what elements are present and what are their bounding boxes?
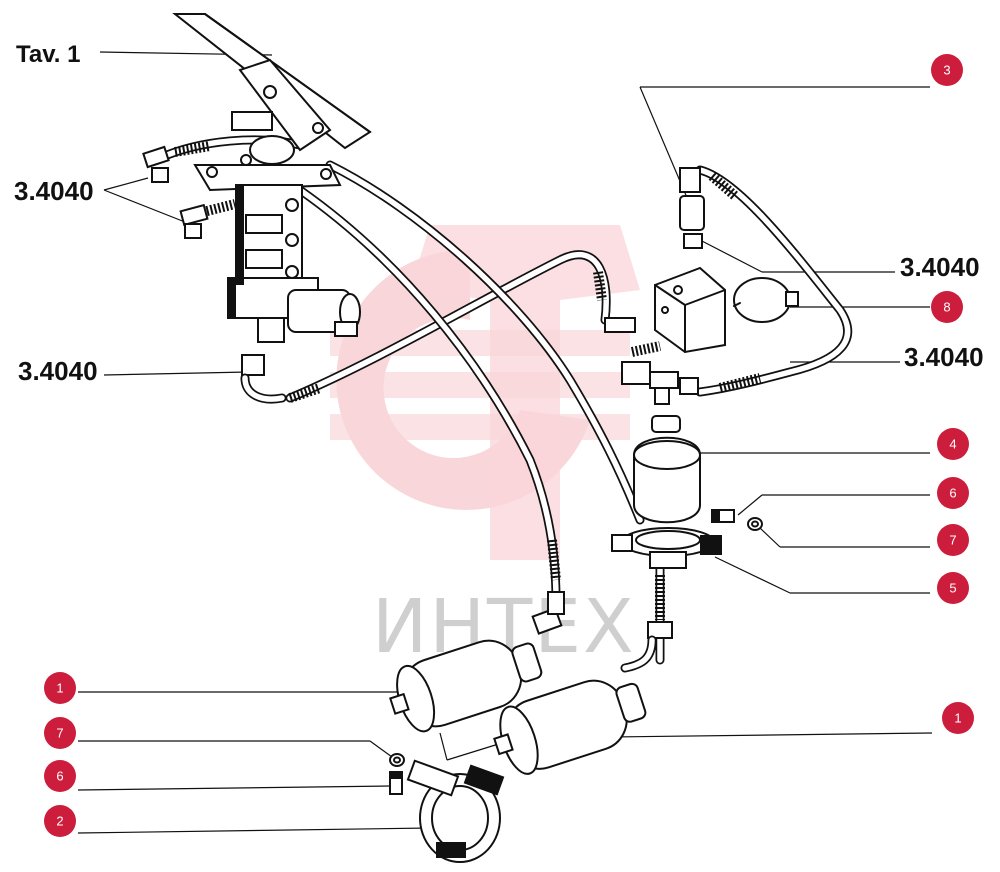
- hose-lines: [155, 135, 853, 665]
- lower-accumulators: [389, 591, 647, 863]
- callout-badge-6-left: 6: [44, 760, 76, 792]
- callout-badge-5: 5: [937, 572, 969, 604]
- left-fittings: [142, 145, 287, 404]
- callout-badge-8: 8: [931, 291, 963, 323]
- part-label-right-mid: 3.4040: [904, 342, 984, 372]
- callout-badge-1-left: 1: [44, 672, 76, 704]
- callout-badge-2: 2: [44, 805, 76, 837]
- svg-text:1: 1: [954, 711, 961, 726]
- part-label-left-top: 3.4040: [14, 176, 94, 206]
- callout-badge-7-left: 7: [44, 717, 76, 749]
- part-label-right-top: 3.4040: [900, 252, 980, 282]
- part-label-left-mid: 3.4040: [18, 356, 98, 386]
- svg-text:7: 7: [56, 726, 63, 741]
- svg-text:1: 1: [56, 681, 63, 696]
- svg-text:6: 6: [56, 769, 63, 784]
- leader-lines: [77, 51, 933, 834]
- accumulator-4-assembly: [611, 415, 763, 673]
- accumulator-1-left: [389, 639, 543, 733]
- callout-badge-7-right: 7: [937, 524, 969, 556]
- svg-text:6: 6: [949, 486, 956, 501]
- brake-valve-assembly: [172, 13, 372, 343]
- svg-text:7: 7: [949, 533, 956, 548]
- svg-text:5: 5: [949, 581, 956, 596]
- callout-badge-1-right: 1: [942, 702, 974, 734]
- svg-text:3: 3: [943, 63, 950, 78]
- table-label: Tav. 1: [16, 41, 80, 68]
- svg-text:4: 4: [949, 437, 956, 452]
- bracket-2: [406, 759, 505, 863]
- callout-badge-3: 3: [931, 54, 963, 86]
- callout-badge-6-right: 6: [937, 477, 969, 509]
- right-upper-components: [604, 167, 799, 405]
- accumulator-1-right: [493, 679, 647, 775]
- callout-badges: 3 8 4 6 7 5 1 1 7 6 2: [44, 54, 974, 837]
- callout-badge-4: 4: [937, 428, 969, 460]
- svg-text:2: 2: [56, 814, 63, 829]
- svg-text:8: 8: [943, 300, 950, 315]
